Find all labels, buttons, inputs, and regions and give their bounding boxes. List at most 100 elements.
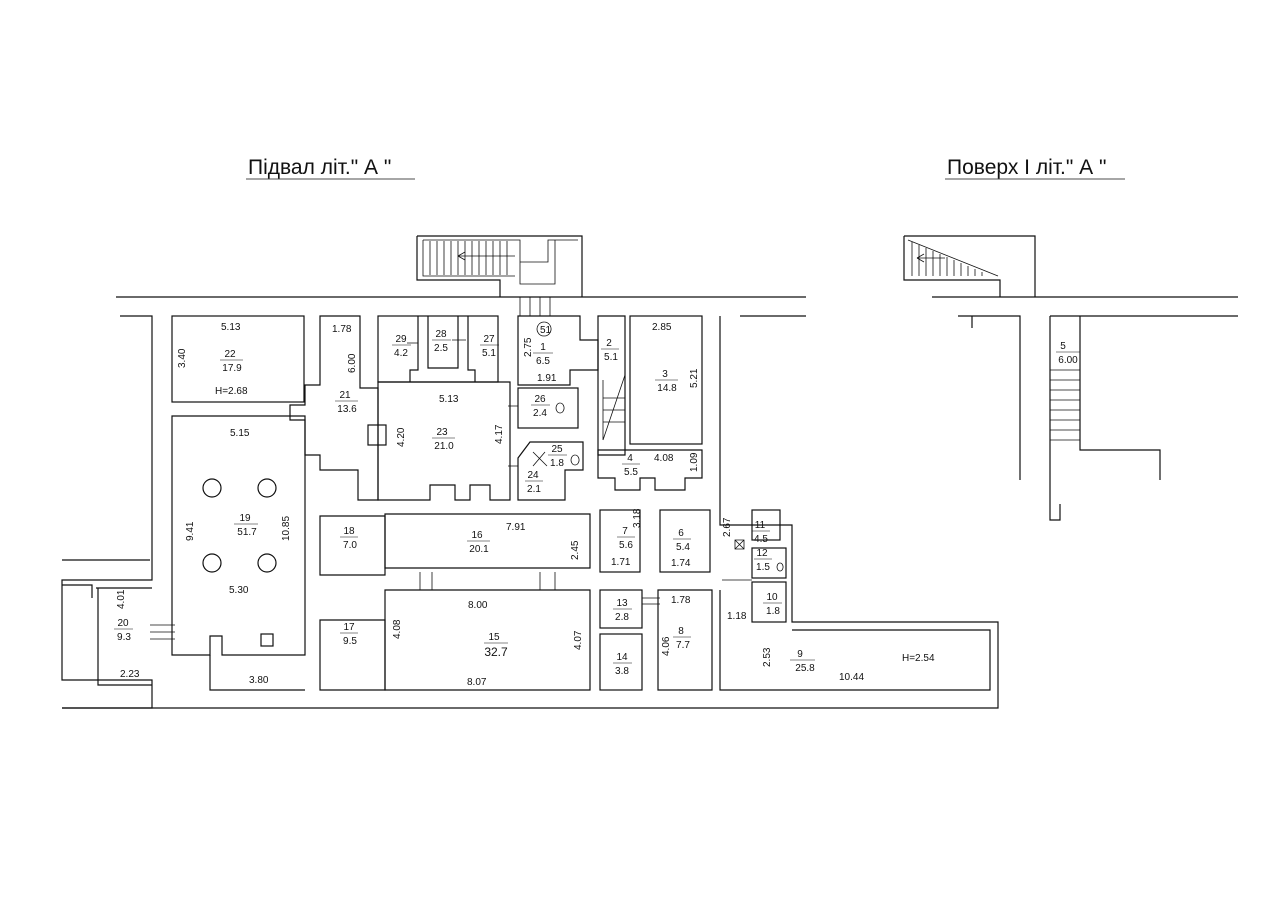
dim-label: 2.23 [120,669,140,680]
room-area: 2.4 [533,408,547,419]
dim-label: 10.44 [839,672,864,683]
dim-label: 1.09 [689,452,700,472]
room-number: 22 [224,349,236,360]
room-number: 6 [678,528,684,539]
dim-label: 4.01 [116,589,127,609]
room-number: 12 [756,548,768,559]
room-4-outline [597,449,703,491]
room-number: 26 [534,394,546,405]
outer-wall-left-2 [62,559,152,686]
column-19b [257,478,277,498]
dim-label: 1.71 [611,557,631,568]
label-room-29: 294.2 [392,334,411,359]
room-13-outline [599,589,643,629]
label-room-12: 121.5 [754,548,772,573]
room-number: 4 [627,453,633,464]
room-number: 7 [622,526,628,537]
label-room-14: 143.8 [613,652,632,677]
dim-label: 4.07 [573,630,584,650]
dim-label: 1.78 [332,324,352,335]
room-number: 2 [606,338,612,349]
room-18-outline [319,515,386,576]
room-19-bottom [209,655,305,691]
basement-title: Підвал літ." А " [248,156,391,179]
door-25 [532,451,548,467]
floor1-stair-arrow-head [916,253,925,263]
room-number: 14 [616,652,628,663]
room-area: 21.0 [434,441,454,452]
room-area: 5.4 [676,542,690,553]
dim-label: 9.41 [185,521,196,541]
floor1-title: Поверх I літ." А " [947,156,1106,179]
room-area: 1.8 [550,458,564,469]
floor1-stair-treads [907,239,999,277]
room-2-stair [602,374,626,441]
label-room-8: 87.7 [673,626,691,651]
room-area: 6.00 [1058,355,1078,366]
stair-arrow-head [457,251,466,261]
dim-label: 2.85 [652,322,672,333]
room-number: 20 [117,618,129,629]
label-room-3: 314.8 [655,369,678,394]
dim-label: H=2.68 [215,386,248,397]
doors-16-15 [419,572,556,590]
room-8-outline [657,589,713,691]
dim-label: 2.67 [722,517,733,537]
dim-label: 8.07 [467,677,487,688]
dim-label: 5.15 [230,428,250,439]
room-area: 32.7 [484,645,508,659]
entrance-stair [416,235,583,297]
dim-label: 1.18 [727,611,747,622]
dim-label: 4.17 [494,424,505,444]
room-area: 25.8 [795,663,815,674]
room-22-outline [171,315,305,403]
dim-label: 5.13 [439,394,459,405]
label-room-10: 101.8 [763,592,782,617]
dimension-labels: 5.13 3.40 H=2.68 1.78 6.00 2.75 51 1.91 … [116,322,935,688]
room-12-outline [751,547,787,579]
room-area: 4.2 [394,348,408,359]
room-area: 7.7 [676,640,690,651]
dim-label: 2.75 [523,337,534,357]
label-room-13: 132.8 [613,598,632,623]
column-19c [202,553,222,573]
column-19d [257,553,277,573]
room-area: 1.8 [766,606,780,617]
room-6-outline [659,509,711,573]
room-area: 5.5 [624,467,638,478]
floor1-stair-5 [1050,369,1080,441]
room-14-outline [599,633,643,691]
room-number: 24 [527,470,539,481]
label-room-18: 187.0 [340,526,358,551]
room-15-outline [384,589,591,691]
room-area: 13.6 [337,404,357,415]
room-11-outline [751,509,781,541]
vent-11 [734,539,745,550]
room-area: 5.1 [604,352,618,363]
room-number: 28 [435,329,447,340]
door-ticks [407,339,518,467]
room-area: 7.0 [343,540,357,551]
room-number: 9 [797,649,803,660]
dim-label: H=2.54 [902,653,935,664]
door-20 [150,624,175,640]
dim-label: 3.80 [249,675,269,686]
door-marks-lower [642,579,752,605]
dim-label: 6.00 [347,353,358,373]
room-number: 1 [540,342,546,353]
dim-label: 4.08 [392,619,403,639]
dim-label: 4.20 [396,427,407,447]
outer-wall-left [61,315,153,709]
toilet-icons [555,402,784,572]
room-number: 19 [239,513,251,524]
dim-label: 5.21 [689,368,700,388]
dim-label: 1.74 [671,558,691,569]
room-3-outline [629,315,703,445]
room-area: 6.5 [536,356,550,367]
label-room-7: 75.6 [617,526,635,551]
column-19a [202,478,222,498]
